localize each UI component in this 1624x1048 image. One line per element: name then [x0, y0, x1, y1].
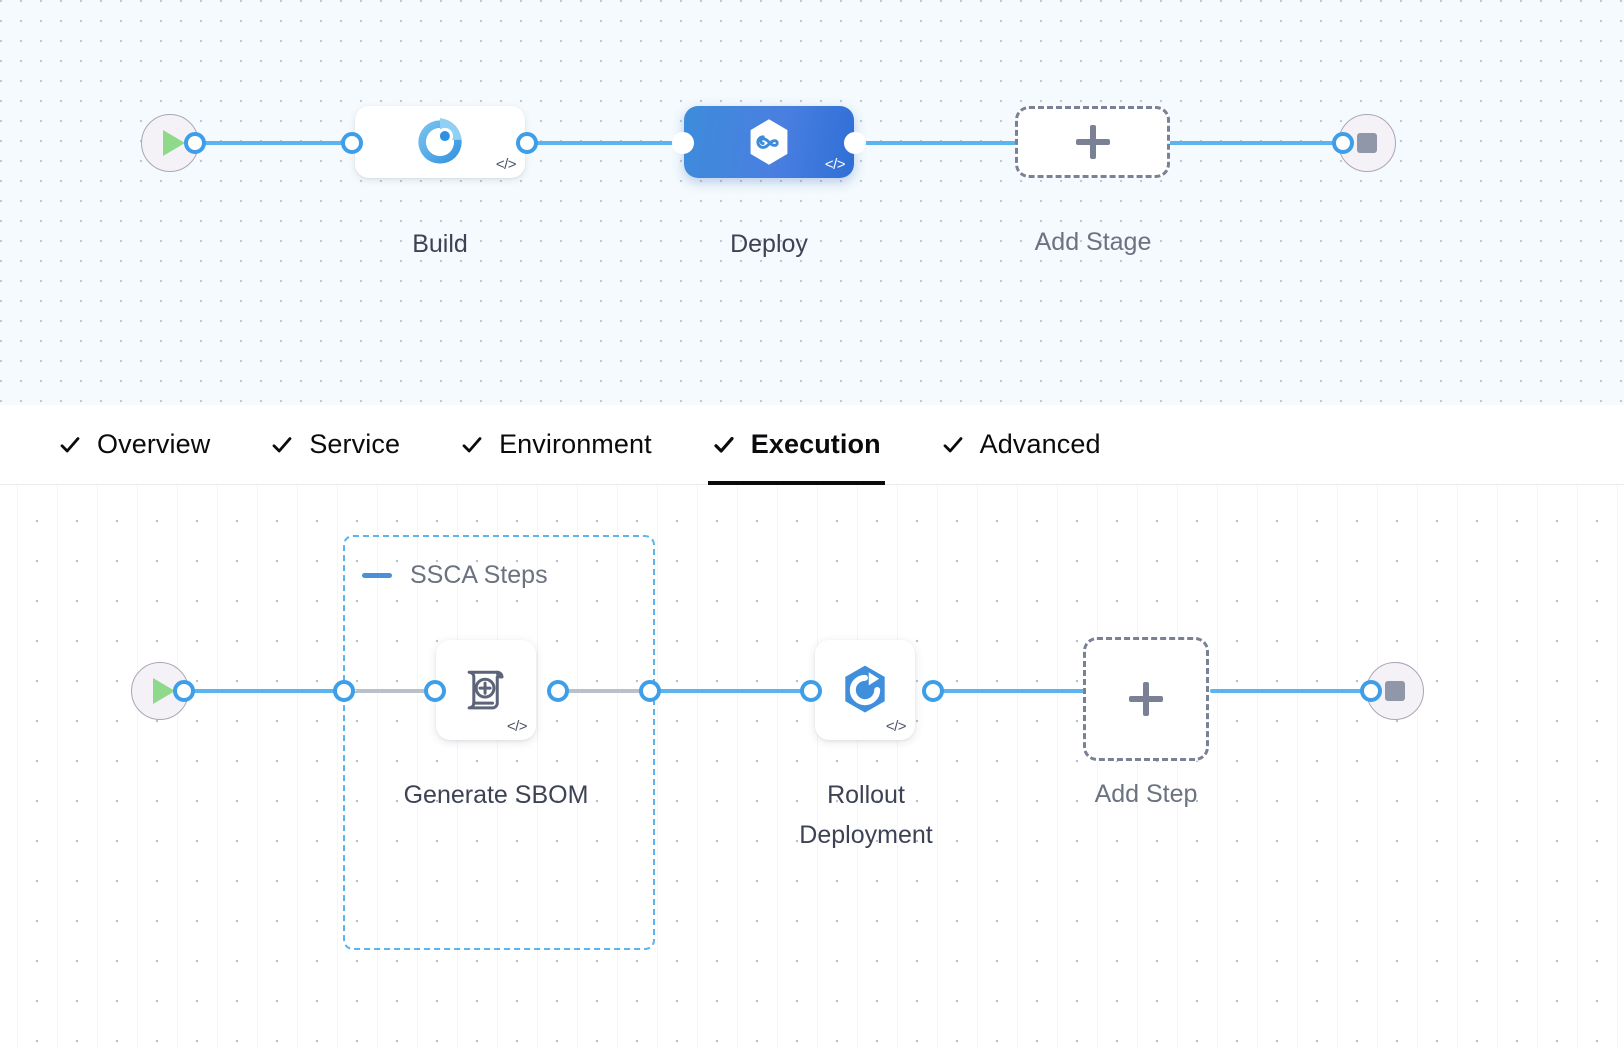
tab-environment[interactable]: Environment	[430, 405, 682, 485]
collapse-minus-icon[interactable]	[362, 573, 392, 578]
step-label-rollout-deployment: Rollout Deployment	[799, 781, 933, 849]
add-stage-label: Add Stage	[1034, 228, 1152, 256]
step-start-port[interactable]	[173, 680, 195, 702]
step-end-port[interactable]	[1360, 680, 1382, 702]
step-group-header[interactable]: SSCA Steps	[362, 561, 548, 590]
edge-group-to-rollout	[655, 689, 835, 693]
edge-sbom-to-groupout	[560, 689, 656, 693]
rollout-hexagon-arrow-icon	[845, 665, 885, 713]
check-icon	[462, 436, 482, 452]
step-group-input-port[interactable]	[333, 680, 355, 702]
stage-start-node[interactable]	[141, 114, 199, 172]
edge-group-to-sbom	[352, 689, 438, 693]
cd-hexagon-infinity-icon	[750, 119, 788, 165]
tab-label-service: Service	[309, 429, 401, 459]
stage-label-build: Build	[412, 230, 468, 258]
play-icon	[162, 130, 185, 156]
stop-icon	[1385, 681, 1405, 701]
play-icon	[152, 678, 175, 704]
step-group-ssca[interactable]	[343, 535, 655, 950]
stage-deploy-input-port[interactable]	[672, 132, 694, 154]
tab-service[interactable]: Service	[240, 405, 430, 485]
yaml-code-badge[interactable]: </>	[824, 156, 846, 173]
ci-build-icon	[418, 118, 462, 164]
stage-label-deploy: Deploy	[730, 230, 808, 258]
sbom-scroll-plus-icon	[467, 670, 504, 710]
step-graph-canvas[interactable]: SSCA Steps </>	[0, 485, 1624, 1048]
stage-build-input-port[interactable]	[341, 132, 363, 154]
stage-deploy-output-port[interactable]	[844, 132, 866, 154]
step-rollout-output-port[interactable]	[922, 680, 944, 702]
edge-build-to-deploy	[515, 141, 695, 145]
edge-start-to-build	[183, 141, 361, 145]
tab-label-advanced: Advanced	[979, 429, 1101, 459]
stage-start-port[interactable]	[184, 132, 206, 154]
tab-label-environment: Environment	[499, 429, 652, 459]
edge-addstep-to-end	[1210, 689, 1390, 693]
yaml-code-badge[interactable]: </>	[885, 718, 907, 735]
edge-deploy-to-addstage	[845, 141, 1025, 145]
edge-addstage-to-end	[1160, 141, 1370, 145]
edge-start-to-group	[172, 689, 354, 693]
plus-icon	[1129, 682, 1163, 716]
tab-advanced[interactable]: Advanced	[911, 405, 1131, 485]
stage-build-output-port[interactable]	[516, 132, 538, 154]
step-sbom-input-port[interactable]	[424, 680, 446, 702]
stop-icon	[1357, 133, 1377, 153]
stage-card-deploy[interactable]: </>	[684, 106, 854, 178]
step-sbom-output-port[interactable]	[547, 680, 569, 702]
add-stage-button[interactable]	[1015, 106, 1170, 178]
check-icon	[714, 436, 734, 453]
tab-label-overview: Overview	[97, 429, 211, 459]
step-card-rollout-deployment[interactable]: </>	[815, 640, 915, 740]
plus-icon	[1075, 125, 1110, 159]
stage-card-build[interactable]: </>	[355, 106, 525, 178]
tab-overview[interactable]: Overview	[28, 405, 240, 485]
check-icon	[943, 436, 963, 452]
yaml-code-badge[interactable]: </>	[506, 718, 528, 735]
check-icon	[60, 436, 80, 452]
tab-execution[interactable]: Execution	[682, 405, 911, 485]
step-group-title: SSCA Steps	[410, 561, 548, 589]
stage-graph-canvas[interactable]: </> Build </> Deploy Add Stage	[0, 0, 1624, 418]
add-step-label: Add Step	[1094, 780, 1198, 808]
step-card-generate-sbom[interactable]: </>	[436, 640, 536, 740]
tab-label-execution: Execution	[750, 429, 881, 459]
stage-config-tabs[interactable]: Overview Service Environment Execution A	[0, 405, 1624, 485]
edge-rollout-to-addstep	[926, 689, 1106, 693]
check-icon	[272, 436, 292, 452]
step-rollout-input-port[interactable]	[800, 680, 822, 702]
stage-end-port[interactable]	[1332, 132, 1354, 154]
add-step-button[interactable]	[1083, 637, 1209, 761]
yaml-code-badge[interactable]: </>	[495, 156, 517, 173]
step-label-generate-sbom: Generate SBOM	[403, 781, 589, 809]
step-group-output-port[interactable]	[639, 680, 661, 702]
